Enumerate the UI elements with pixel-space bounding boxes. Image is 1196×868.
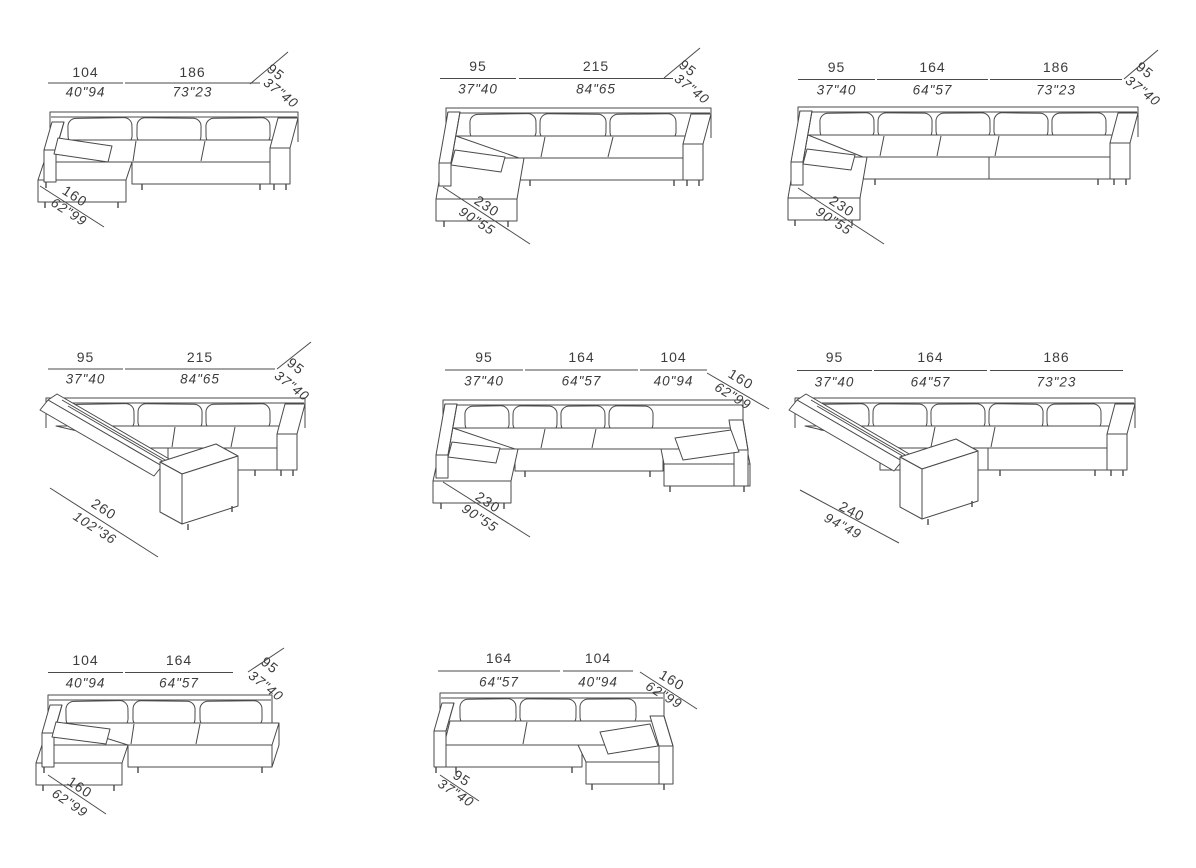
sofa-6-dimension-lines [797, 370, 1123, 544]
dim-cm-label: 104 [72, 64, 99, 80]
dim-inch-label: 40"94 [578, 674, 618, 690]
sofa-6-drawing [788, 393, 1136, 525]
dim-inch-label: 40"94 [65, 675, 106, 691]
sofa-4-drawing [39, 393, 306, 530]
dim-cm-label: 95 [76, 349, 95, 365]
dim-inch-label: 73"23 [172, 84, 213, 100]
dim-cm-label: 104 [72, 652, 99, 668]
dim-inch-label: 84"65 [180, 371, 220, 387]
sofa-5-drawing [432, 399, 751, 509]
dim-cm-label: 164 [917, 349, 944, 365]
dim-inch-label: 64"57 [561, 373, 602, 389]
dim-cm-label: 164 [485, 650, 513, 666]
dim-inch-label: 73"23 [1036, 82, 1076, 98]
sofa-1-drawing [37, 111, 299, 208]
sofa-5-dimension-lines [442, 369, 770, 538]
dim-inch-label: 84"65 [576, 81, 616, 97]
sofa-2-dimension-lines [440, 47, 701, 245]
dim-inch-label: 37"40 [814, 374, 855, 390]
sofa-8-dimension-lines [438, 670, 698, 802]
dim-inch-label: 40"94 [65, 84, 106, 100]
dim-inch-label: 37"40 [65, 371, 106, 387]
dim-inch-label: 64"57 [159, 675, 199, 691]
dim-cm-label: 104 [660, 349, 687, 365]
dim-cm-label: 215 [186, 349, 214, 365]
dim-cm-label: 164 [165, 652, 193, 668]
dim-inch-label: 37"40 [458, 81, 498, 97]
dim-cm-label: 95 [825, 349, 844, 365]
dim-inch-label: 64"57 [479, 674, 519, 690]
dim-cm-label: 95 [469, 58, 487, 74]
dim-inch-label: 64"57 [912, 82, 953, 98]
dim-cm-label: 104 [584, 650, 612, 666]
sofa-7-dimension-lines [47, 647, 285, 815]
dim-inch-label: 37"40 [464, 373, 504, 389]
sofa-3-dimension-lines [797, 49, 1159, 245]
sofa-1-dimension-lines [39, 51, 289, 228]
dim-inch-label: 37"40 [816, 82, 857, 98]
sofa-3-drawing [787, 106, 1139, 226]
sofa-7-drawing [35, 694, 280, 791]
dim-inch-label: 40"94 [653, 373, 694, 389]
dim-cm-label: 95 [827, 59, 846, 75]
dim-cm-label: 186 [1043, 349, 1070, 365]
dim-inch-label: 73"23 [1036, 374, 1077, 390]
dim-inch-label: 64"57 [910, 374, 951, 390]
dim-cm-label: 95 [475, 349, 493, 365]
dim-cm-label: 164 [919, 59, 946, 75]
sofa-2-drawing [435, 107, 712, 227]
sofa-4-dimension-lines [48, 341, 312, 558]
sofa-8-drawing [433, 692, 674, 790]
dim-cm-label: 186 [1042, 59, 1070, 75]
dim-cm-label: 186 [179, 64, 206, 80]
dim-cm-label: 215 [582, 58, 610, 74]
dim-cm-label: 164 [568, 349, 595, 365]
